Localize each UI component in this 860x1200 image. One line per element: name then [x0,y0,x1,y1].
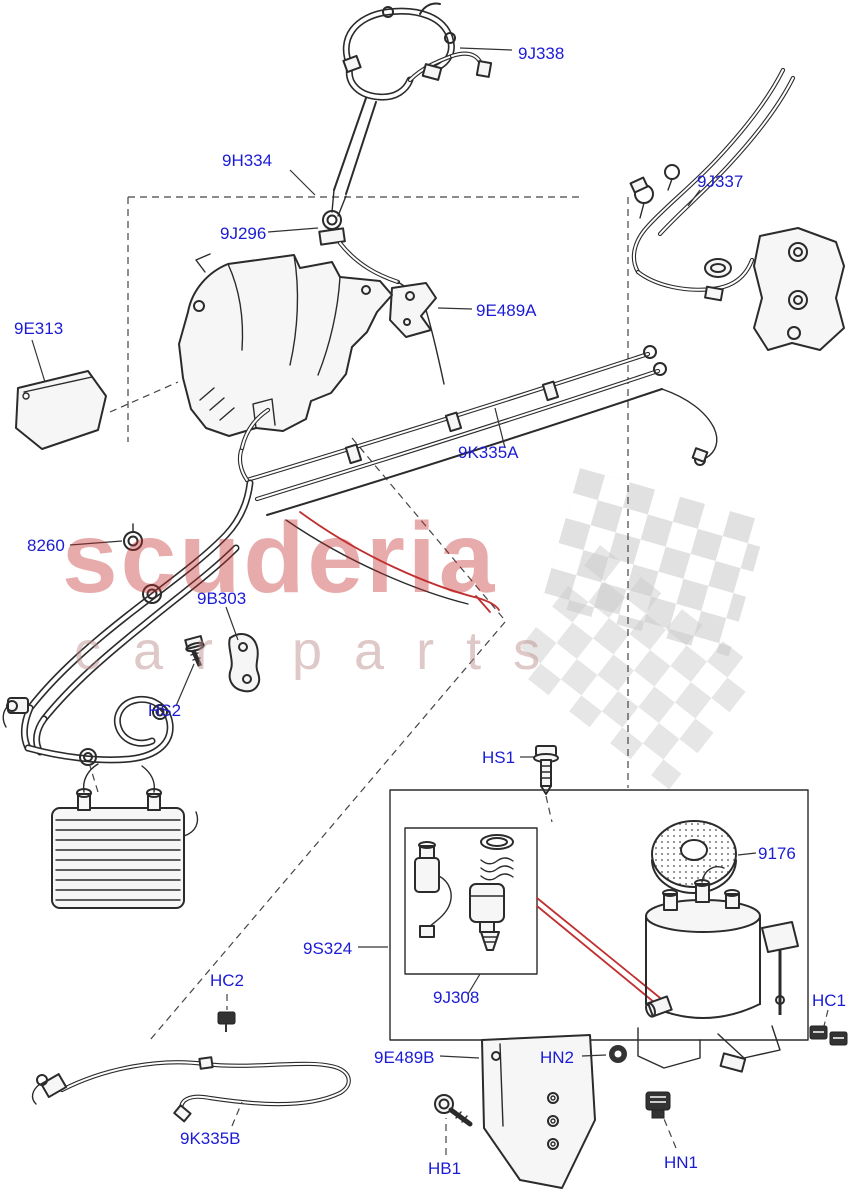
filter-element-9176 [651,820,737,894]
clip-HC1 [809,1025,848,1046]
bracket-9E489B [481,1034,596,1189]
sender-unit-9J308 [414,834,514,951]
checkered-flag-watermark [507,468,768,790]
part-label-9176[interactable]: 9176 [758,844,796,863]
oil-cooler [51,763,199,909]
clip-HN1 [645,1091,671,1119]
part-label-HC2[interactable]: HC2 [210,971,245,990]
construction-dashed-lines [89,196,629,1041]
part-label-9B303[interactable]: 9B303 [197,589,247,608]
part-label-9E489B[interactable]: 9E489B [374,1048,435,1067]
grommet-HN2 [609,1045,627,1063]
bolt-HB1 [434,1094,473,1127]
filter-module-box-9S324 [389,789,809,1041]
clip-HC2 [217,1011,236,1032]
pipe-assembly-9J337 [629,67,845,351]
bracket-9E489A [389,282,437,338]
part-label-9E313[interactable]: 9E313 [14,319,64,338]
part-label-9K335A[interactable]: 9K335A [458,443,519,462]
hose-assembly-9J338 [331,2,493,217]
part-label-HS1[interactable]: HS1 [482,748,516,767]
part-label-HB1[interactable]: HB1 [428,1159,462,1178]
pipe-9K335B [31,1056,351,1123]
part-label-HC1[interactable]: HC1 [812,991,847,1010]
hose-loop-lower-left [2,695,174,766]
part-label-HN1[interactable]: HN1 [664,1153,699,1172]
hose-8260 [20,479,254,756]
part-label-9J338[interactable]: 9J338 [518,44,565,63]
part-label-9K335B[interactable]: 9K335B [180,1129,241,1148]
bracket-9B303 [228,633,261,693]
part-label-HS2[interactable]: HS2 [148,701,182,720]
heat-shield-cover [178,253,393,437]
bolt-HS2 [184,635,205,667]
part-label-9H334[interactable]: 9H334 [222,151,273,170]
part-label-9J296[interactable]: 9J296 [220,224,267,243]
part-label-9E489A[interactable]: 9E489A [476,301,537,320]
bolt-HS1 [533,745,559,823]
fuel-filter-housing [637,866,799,1073]
leader-lines [31,47,829,1155]
red-pointer-lines [536,897,671,1013]
part-label-9S324[interactable]: 9S324 [303,939,353,958]
part-label-8260[interactable]: 8260 [27,536,65,555]
part-label-HN2[interactable]: HN2 [540,1048,575,1067]
part-label-9J337[interactable]: 9J337 [697,172,744,191]
fuel-pipes-9K335A [237,345,718,613]
part-label-9J308[interactable]: 9J308 [433,988,480,1007]
shield-panel-9E313 [15,370,107,450]
